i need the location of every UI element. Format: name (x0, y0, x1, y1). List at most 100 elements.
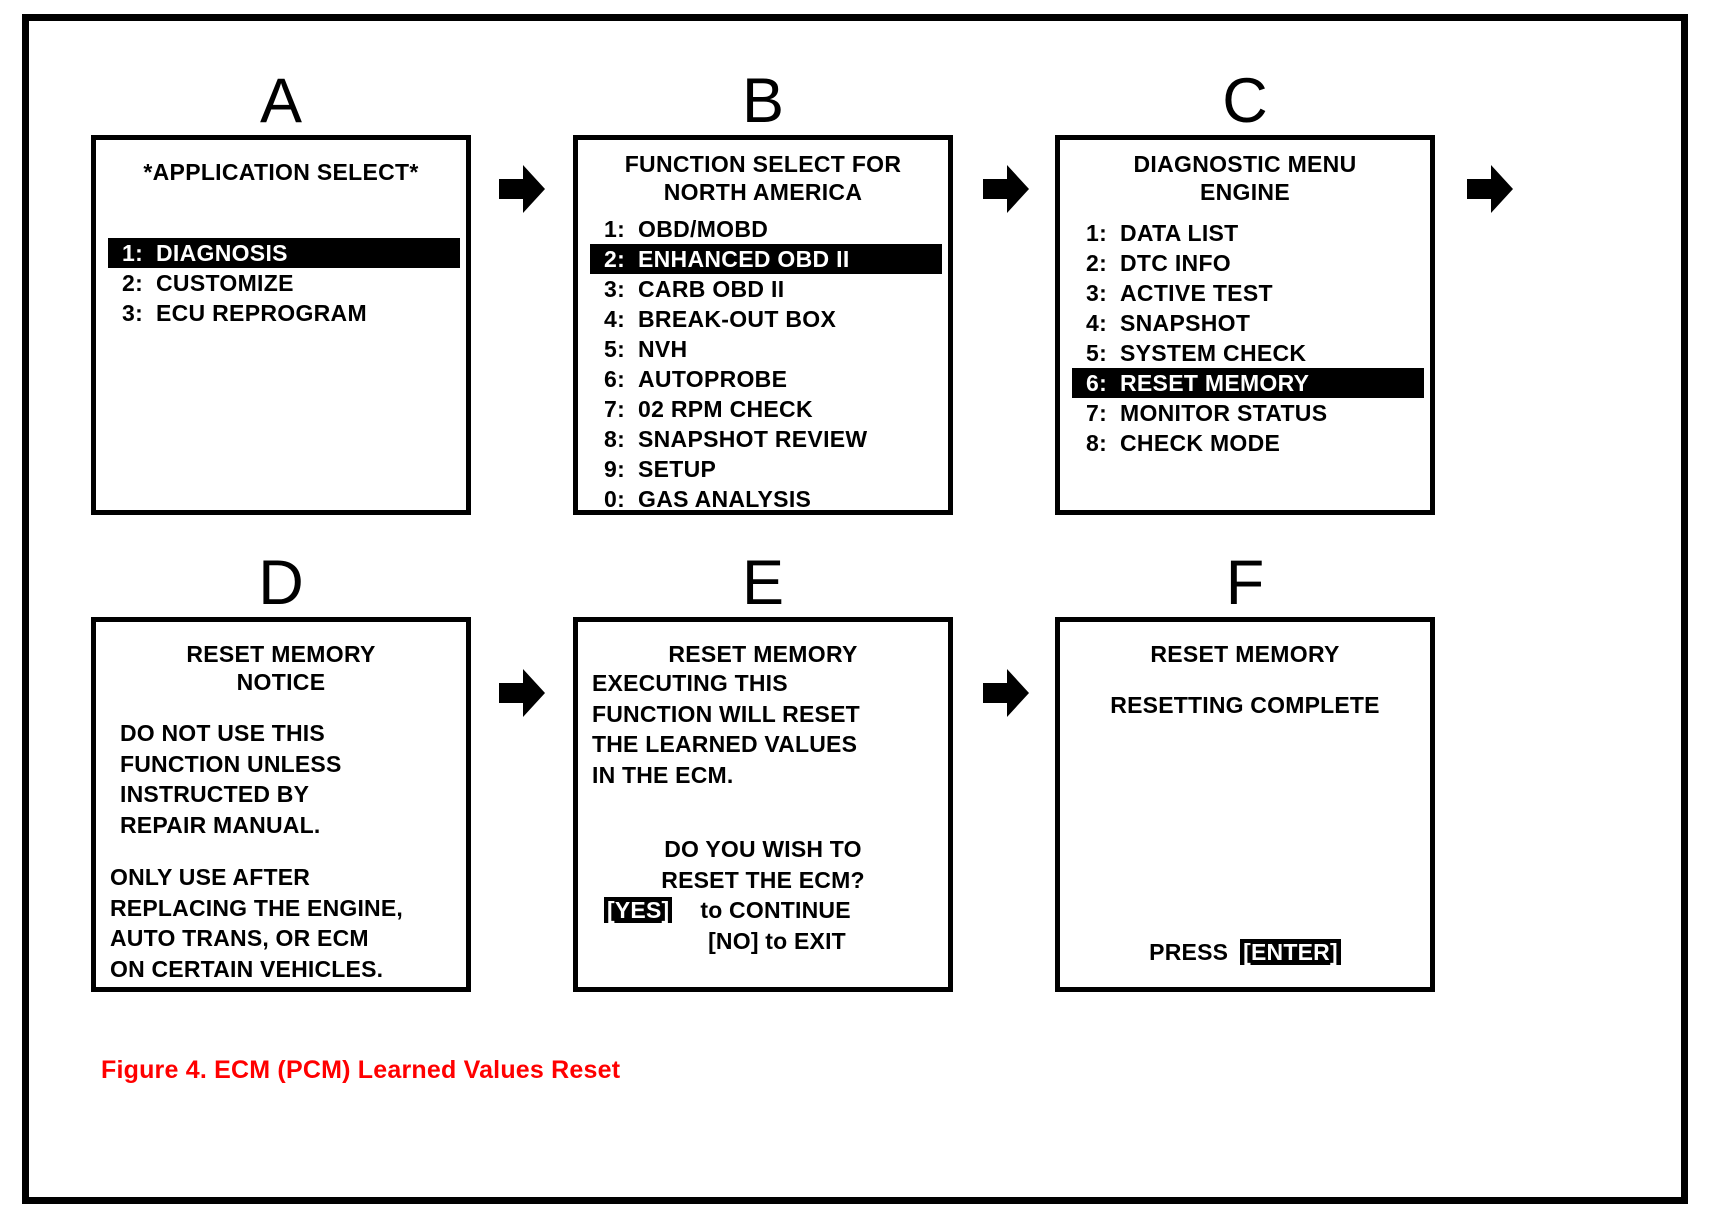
menu-item-label: SNAPSHOT (1120, 310, 1251, 336)
yes-action-label: to CONTINUE (700, 897, 851, 923)
menu-item-label: ENHANCED OBD II (638, 246, 850, 272)
menu-item-label: AUTOPROBE (638, 366, 788, 392)
spacer (1060, 668, 1430, 690)
panel-c-label: C (1222, 66, 1268, 136)
paragraph-line: DO NOT USE THIS (120, 720, 325, 746)
arrow-right-icon-e-to-f (983, 669, 1029, 717)
spacer (578, 790, 948, 834)
yes-key-button[interactable]: [YES] (604, 897, 673, 923)
spacer (96, 840, 466, 862)
menu-item-number: 1: (122, 240, 144, 266)
arrow-right-icon-b-to-c (983, 165, 1029, 213)
menu-item-dtc-info[interactable]: 2: DTC INFO (1086, 248, 1430, 278)
panel-e-title-line-1: RESET MEMORY (668, 641, 858, 667)
menu-item-number: 4: (604, 306, 626, 332)
menu-item-label: DTC INFO (1120, 250, 1231, 276)
menu-item-monitor-status[interactable]: 7:MONITOR STATUS (1086, 398, 1430, 428)
panel-a-screen: *APPLICATION SELECT* 1:DIAGNOSIS 2:CUSTO… (91, 135, 471, 515)
panel-f: F RESET MEMORY RESETTING COMPLETE PRESS[… (1055, 551, 1435, 992)
menu-item-number: 4: (1086, 310, 1108, 336)
menu-item-reset-memory[interactable]: 6:RESET MEMORY (1072, 368, 1424, 398)
menu-item-customize[interactable]: 2:CUSTOMIZE (122, 268, 466, 298)
panel-b-label: B (741, 66, 785, 136)
menu-item-number: 2: (1086, 250, 1108, 276)
menu-item-number: 3: (604, 276, 626, 302)
menu-item-active-test[interactable]: 3: ACTIVE TEST (1086, 278, 1430, 308)
menu-item-number: 7: (1086, 400, 1108, 426)
menu-item-number: 0: (604, 486, 626, 512)
panel-c-title-line-2: ENGINE (1200, 179, 1290, 205)
panel-a-menu: 1:DIAGNOSIS 2:CUSTOMIZE 3: ECU REPROGRAM (96, 238, 466, 328)
menu-item-number: 6: (604, 366, 626, 392)
menu-item-number: 6: (1086, 370, 1108, 396)
body-line: IN THE ECM. (592, 761, 734, 788)
menu-item-diagnosis[interactable]: 1:DIAGNOSIS (108, 238, 460, 268)
menu-item-data-list[interactable]: 1:DATA LIST (1086, 218, 1430, 248)
menu-item-autoprobe[interactable]: 6: AUTOPROBE (604, 364, 948, 394)
menu-item-label: OBD/MOBD (638, 216, 769, 242)
panel-f-status: RESETTING COMPLETE (1110, 692, 1380, 718)
spacer (96, 696, 466, 718)
menu-item-number: 7: (604, 396, 626, 422)
panel-b-menu: 1: OBD/MOBD 2:ENHANCED OBD II 3: CARB OBD … (578, 214, 948, 514)
panel-e-yes-row: [YES] to CONTINUE (578, 895, 948, 926)
panel-c: C DIAGNOSTIC MENU ENGINE 1:DATA LIST 2:D… (1055, 69, 1435, 515)
panel-c-menu: 1:DATA LIST 2: DTC INFO 3: ACTIVE TEST 4: S… (1060, 218, 1430, 458)
menu-item-enhanced-obd-ii[interactable]: 2:ENHANCED OBD II (590, 244, 942, 274)
paragraph-line: INSTRUCTED BY (120, 781, 310, 807)
menu-item-break-out-box[interactable]: 4: BREAK-OUT BOX (604, 304, 948, 334)
menu-item-setup[interactable]: 9:SETUP (604, 454, 948, 484)
arrow-right-icon-a-to-b (499, 165, 545, 213)
panel-a-label: A (259, 66, 303, 136)
menu-item-number: 1: (1086, 220, 1108, 246)
menu-item-nvh[interactable]: 5:NVH (604, 334, 948, 364)
panel-e-label: E (741, 548, 785, 618)
prompt-line: DO YOU WISH TO (664, 836, 862, 862)
menu-item-label: GAS ANALYSIS (638, 486, 812, 512)
panel-e-body: EXECUTING THIS FUNCTION WILL RESET THE L… (578, 668, 948, 790)
menu-item-label: SNAPSHOT REVIEW (638, 426, 868, 452)
panel-e-no-row[interactable]: [NO] to EXIT (578, 926, 948, 957)
panel-d: D RESET MEMORY NOTICE DO NOT USE THIS FU… (91, 551, 471, 992)
paragraph-line: REPLACING THE ENGINE, (110, 894, 404, 921)
menu-item-obd-mobd[interactable]: 1: OBD/MOBD (604, 214, 948, 244)
menu-item-system-check[interactable]: 5:SYSTEM CHECK (1086, 338, 1430, 368)
panel-f-label: F (1225, 548, 1265, 618)
panel-c-screen: DIAGNOSTIC MENU ENGINE 1:DATA LIST 2:DTC… (1055, 135, 1435, 515)
menu-item-label: CARB OBD II (638, 276, 785, 302)
no-key-label: [NO] to EXIT (708, 927, 846, 954)
paragraph-line: REPAIR MANUAL. (120, 811, 321, 838)
panel-e-screen: RESET MEMORY EXECUTING THIS FUNCTION WIL… (573, 617, 953, 992)
menu-item-number: 5: (1086, 340, 1108, 366)
panel-e-prompt: DO YOU WISH TO RESET THE ECM? (578, 834, 948, 895)
menu-item-number: 3: (122, 300, 144, 326)
enter-key-button[interactable]: [ENTER] (1240, 938, 1341, 965)
menu-item-carb-obd-ii[interactable]: 3: CARB OBD II (604, 274, 948, 304)
panel-f-footer: PRESS[ENTER] (1060, 937, 1430, 968)
menu-item-label: ACTIVE TEST (1120, 280, 1273, 306)
menu-item-label: BREAK-OUT BOX (638, 306, 837, 332)
paragraph-line: ON CERTAIN VEHICLES. (110, 955, 384, 982)
menu-item-snapshot-review[interactable]: 8: SNAPSHOT REVIEW (604, 424, 948, 454)
menu-item-label: CUSTOMIZE (156, 270, 294, 296)
panel-a: A *APPLICATION SELECT* 1:DIAGNOSIS 2:CUS… (91, 69, 471, 515)
menu-item-check-mode[interactable]: 8:CHECK MODE (1086, 428, 1430, 458)
panel-e: E RESET MEMORY EXECUTING THIS FUNCTION W… (573, 551, 953, 992)
menu-item-gas-analysis[interactable]: 0: GAS ANALYSIS (604, 484, 948, 514)
menu-item-number: 3: (1086, 280, 1108, 306)
panel-d-label: D (258, 548, 304, 618)
panel-f-screen: RESET MEMORY RESETTING COMPLETE PRESS[EN… (1055, 617, 1435, 992)
paragraph-line: ONLY USE AFTER (110, 864, 311, 890)
menu-item-number: 9: (604, 456, 626, 482)
menu-item-label: ECU REPROGRAM (156, 300, 367, 326)
panel-b-screen: FUNCTION SELECT FOR NORTH AMERICA 1:OBD/… (573, 135, 953, 515)
prompt-line: RESET THE ECM? (661, 866, 865, 893)
menu-item-snapshot[interactable]: 4: SNAPSHOT (1086, 308, 1430, 338)
panel-a-title-line-1: *APPLICATION SELECT* (143, 159, 419, 185)
body-line: EXECUTING THIS (592, 670, 788, 696)
menu-item-ecu-reprogram[interactable]: 3: ECU REPROGRAM (122, 298, 466, 328)
menu-item-number: 8: (1086, 430, 1108, 456)
menu-item-02-rpm-check[interactable]: 7:02 RPM CHECK (604, 394, 948, 424)
menu-item-number: 8: (604, 426, 626, 452)
menu-item-number: 1: (604, 216, 626, 242)
